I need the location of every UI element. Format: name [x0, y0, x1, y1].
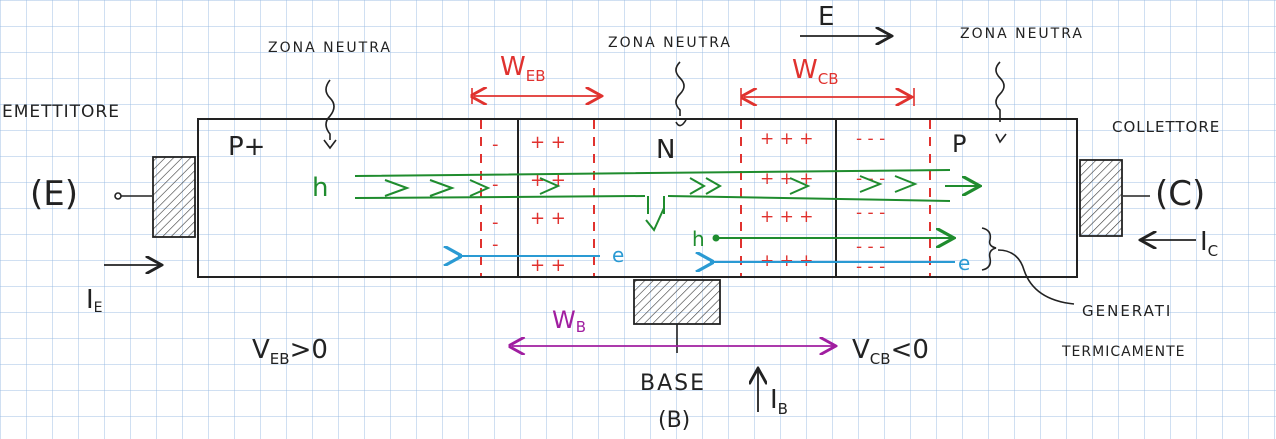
hole-chevrons	[384, 175, 918, 197]
zona-neutra-left-pointer	[325, 79, 335, 140]
zona-neutra-mid-tip	[675, 119, 687, 127]
veb-label: VEB>0	[252, 335, 328, 368]
eb-plus-3: + +	[530, 208, 566, 229]
vcb-label: VCB<0	[852, 335, 929, 368]
web-label: WEB	[500, 52, 546, 85]
zona-neutra-right-tip	[995, 133, 1007, 144]
electron-left-label: e	[612, 243, 624, 267]
eb-minus-2: -	[492, 174, 499, 195]
ib-label: IB	[770, 385, 788, 418]
zona-neutra-mid-label: ZONA NEUTRA	[608, 35, 732, 51]
generated-brace	[981, 227, 997, 271]
hole-left-label: h	[312, 173, 328, 203]
emitter-node	[114, 192, 122, 200]
generati-label: GENERATI	[1082, 302, 1172, 320]
transistor-body	[197, 118, 1078, 278]
hole-beam	[354, 169, 951, 202]
ic-label: IC	[1200, 227, 1218, 260]
zona-neutra-mid-pointer	[675, 61, 685, 116]
cb-minus-1: - - -	[856, 129, 885, 149]
zona-neutra-left-tip	[323, 139, 337, 150]
emettitore-label: EMETTITORE	[2, 102, 120, 122]
cb-plus-1: + + +	[760, 129, 814, 149]
hole-generated-dot	[712, 234, 720, 242]
wcb-label: WCB	[792, 55, 838, 88]
zona-neutra-right-pointer	[995, 61, 1005, 122]
p-region-label: P	[952, 130, 966, 158]
recombination-branch	[645, 196, 665, 232]
base-terminal-label: (B)	[658, 408, 690, 433]
n-region-label: N	[656, 135, 675, 165]
base-label: BASE	[640, 371, 706, 396]
wb-label: WB	[552, 306, 586, 336]
cb-plus-3: + + +	[760, 207, 814, 227]
collettore-label: COLLETTORE	[1112, 118, 1220, 136]
ie-label: IE	[86, 285, 103, 316]
emitter-contact	[152, 156, 196, 238]
generated-pointer	[997, 249, 1075, 305]
collector-contact	[1079, 159, 1123, 237]
cb-plus-2: + + +	[760, 169, 814, 189]
eb-plus-4: + +	[530, 255, 566, 276]
emitter-terminal-label: (E)	[30, 174, 78, 214]
cb-minus-4: - - -	[856, 237, 885, 257]
collector-terminal-label: (C)	[1155, 174, 1205, 214]
eb-minus-1: -	[492, 134, 499, 155]
field-label: E	[818, 2, 834, 32]
cb-minus-3: - - -	[856, 203, 885, 223]
cb-minus-2: - - -	[856, 169, 885, 189]
eb-minus-3: -	[492, 212, 499, 233]
base-contact	[633, 279, 721, 325]
eb-plus-1: + +	[530, 132, 566, 153]
zona-neutra-right-label: ZONA NEUTRA	[960, 26, 1084, 42]
eb-minus-4: -	[492, 234, 499, 255]
zona-neutra-left-label: ZONA NEUTRA	[268, 40, 392, 56]
termicamente-label: TERMICAMENTE	[1061, 344, 1185, 360]
electron-right-label: e	[958, 251, 970, 275]
p-plus-label: P+	[228, 132, 265, 162]
cb-minus-5: - - -	[856, 257, 885, 277]
hole-right-label: h	[692, 227, 705, 251]
